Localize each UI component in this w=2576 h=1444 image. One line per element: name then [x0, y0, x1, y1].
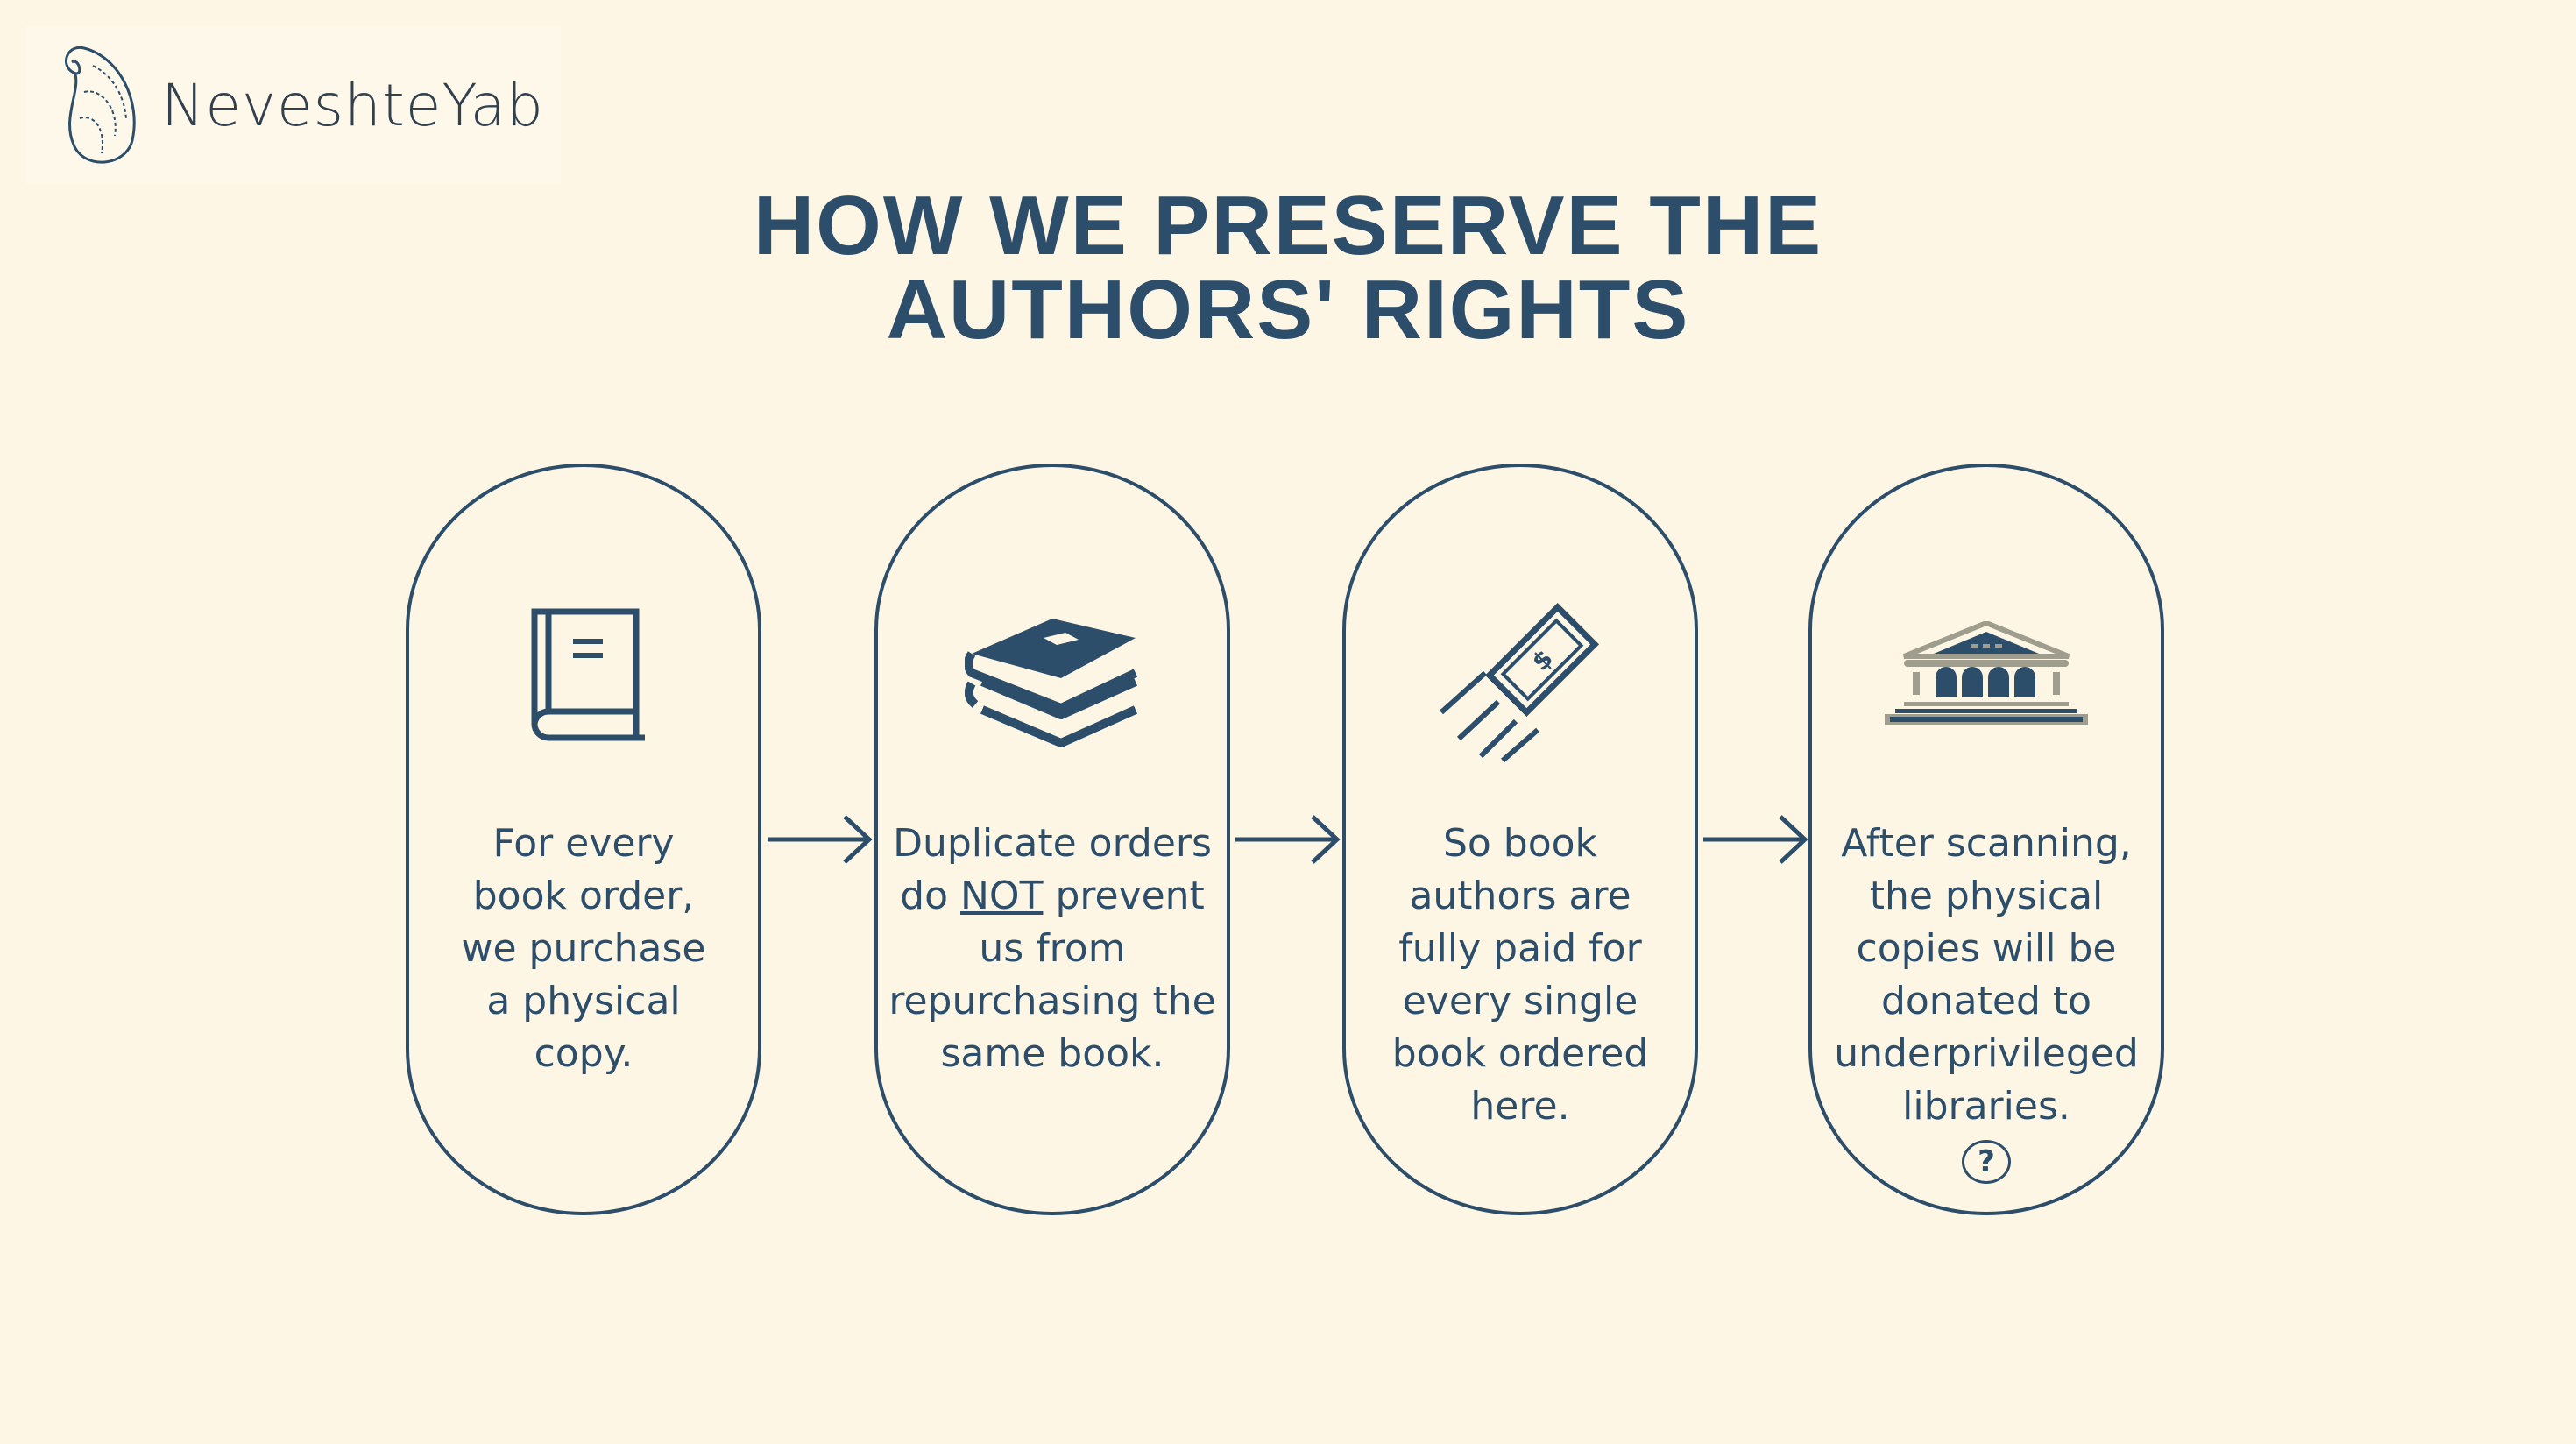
page-title: HOW WE PRESERVE THE AUTHORS' RIGHTS: [0, 184, 2576, 352]
text-line: we purchase: [461, 926, 706, 971]
text-line: here.: [1470, 1084, 1570, 1129]
text-line: same book.: [940, 1031, 1164, 1076]
paisley-icon: [65, 46, 136, 164]
text-line: donated to: [1880, 979, 2092, 1023]
brand-logo: NeveshteYab: [26, 26, 561, 184]
text-line: So book: [1442, 821, 1598, 866]
arrow-right-icon: [1703, 815, 1808, 864]
step-text: So book authors are fully paid for every…: [1355, 818, 1686, 1133]
text-line: the physical: [1869, 874, 2104, 918]
step-card-4: After scanning, the physical copies will…: [1808, 464, 2164, 1215]
text-line: repurchasing the: [888, 979, 1216, 1023]
text-line: a physical: [486, 979, 681, 1023]
step-text: For every book order, we purchase a phys…: [418, 818, 749, 1080]
text-line: libraries.: [1902, 1084, 2070, 1129]
step-card-1: For every book order, we purchase a phys…: [406, 464, 761, 1215]
step-card-3: $ So book authors are fully paid for eve…: [1342, 464, 1698, 1215]
text-line: authors are: [1409, 874, 1631, 918]
text-line: us from: [979, 926, 1126, 971]
text-line: do NOT prevent: [887, 870, 1218, 923]
text-line: every single: [1402, 979, 1638, 1023]
step-text: Duplicate orders do NOT prevent us from …: [887, 818, 1218, 1080]
text-line: Duplicate orders: [893, 821, 1212, 866]
text-line: book ordered: [1391, 1031, 1649, 1076]
text-line: For every: [492, 821, 675, 866]
brand-name: NeveshteYab: [161, 71, 544, 139]
title-line-1: HOW WE PRESERVE THE: [753, 179, 1823, 273]
underlined-not: NOT: [960, 874, 1044, 918]
arrow-right-icon: [1235, 815, 1341, 864]
step-text: After scanning, the physical copies will…: [1821, 818, 2152, 1186]
text-line: copy.: [534, 1031, 633, 1076]
text-span: do: [900, 874, 961, 918]
text-span: prevent: [1043, 874, 1205, 918]
book-stack-icon: [965, 619, 1138, 747]
text-line: underprivileged: [1834, 1031, 2139, 1076]
text-line: After scanning,: [1841, 821, 2132, 866]
text-line: book order,: [472, 874, 695, 918]
library-building-icon: [1885, 621, 2088, 725]
help-question-icon[interactable]: ?: [1962, 1140, 2011, 1184]
text-line: fully paid for: [1398, 926, 1642, 971]
arrow-right-icon: [768, 815, 873, 864]
step-card-2: Duplicate orders do NOT prevent us from …: [874, 464, 1230, 1215]
text-line: copies will be: [1856, 926, 2117, 971]
book-icon: [531, 608, 645, 741]
title-line-2: AUTHORS' RIGHTS: [886, 263, 1690, 357]
flying-money-icon: $: [1439, 602, 1600, 763]
